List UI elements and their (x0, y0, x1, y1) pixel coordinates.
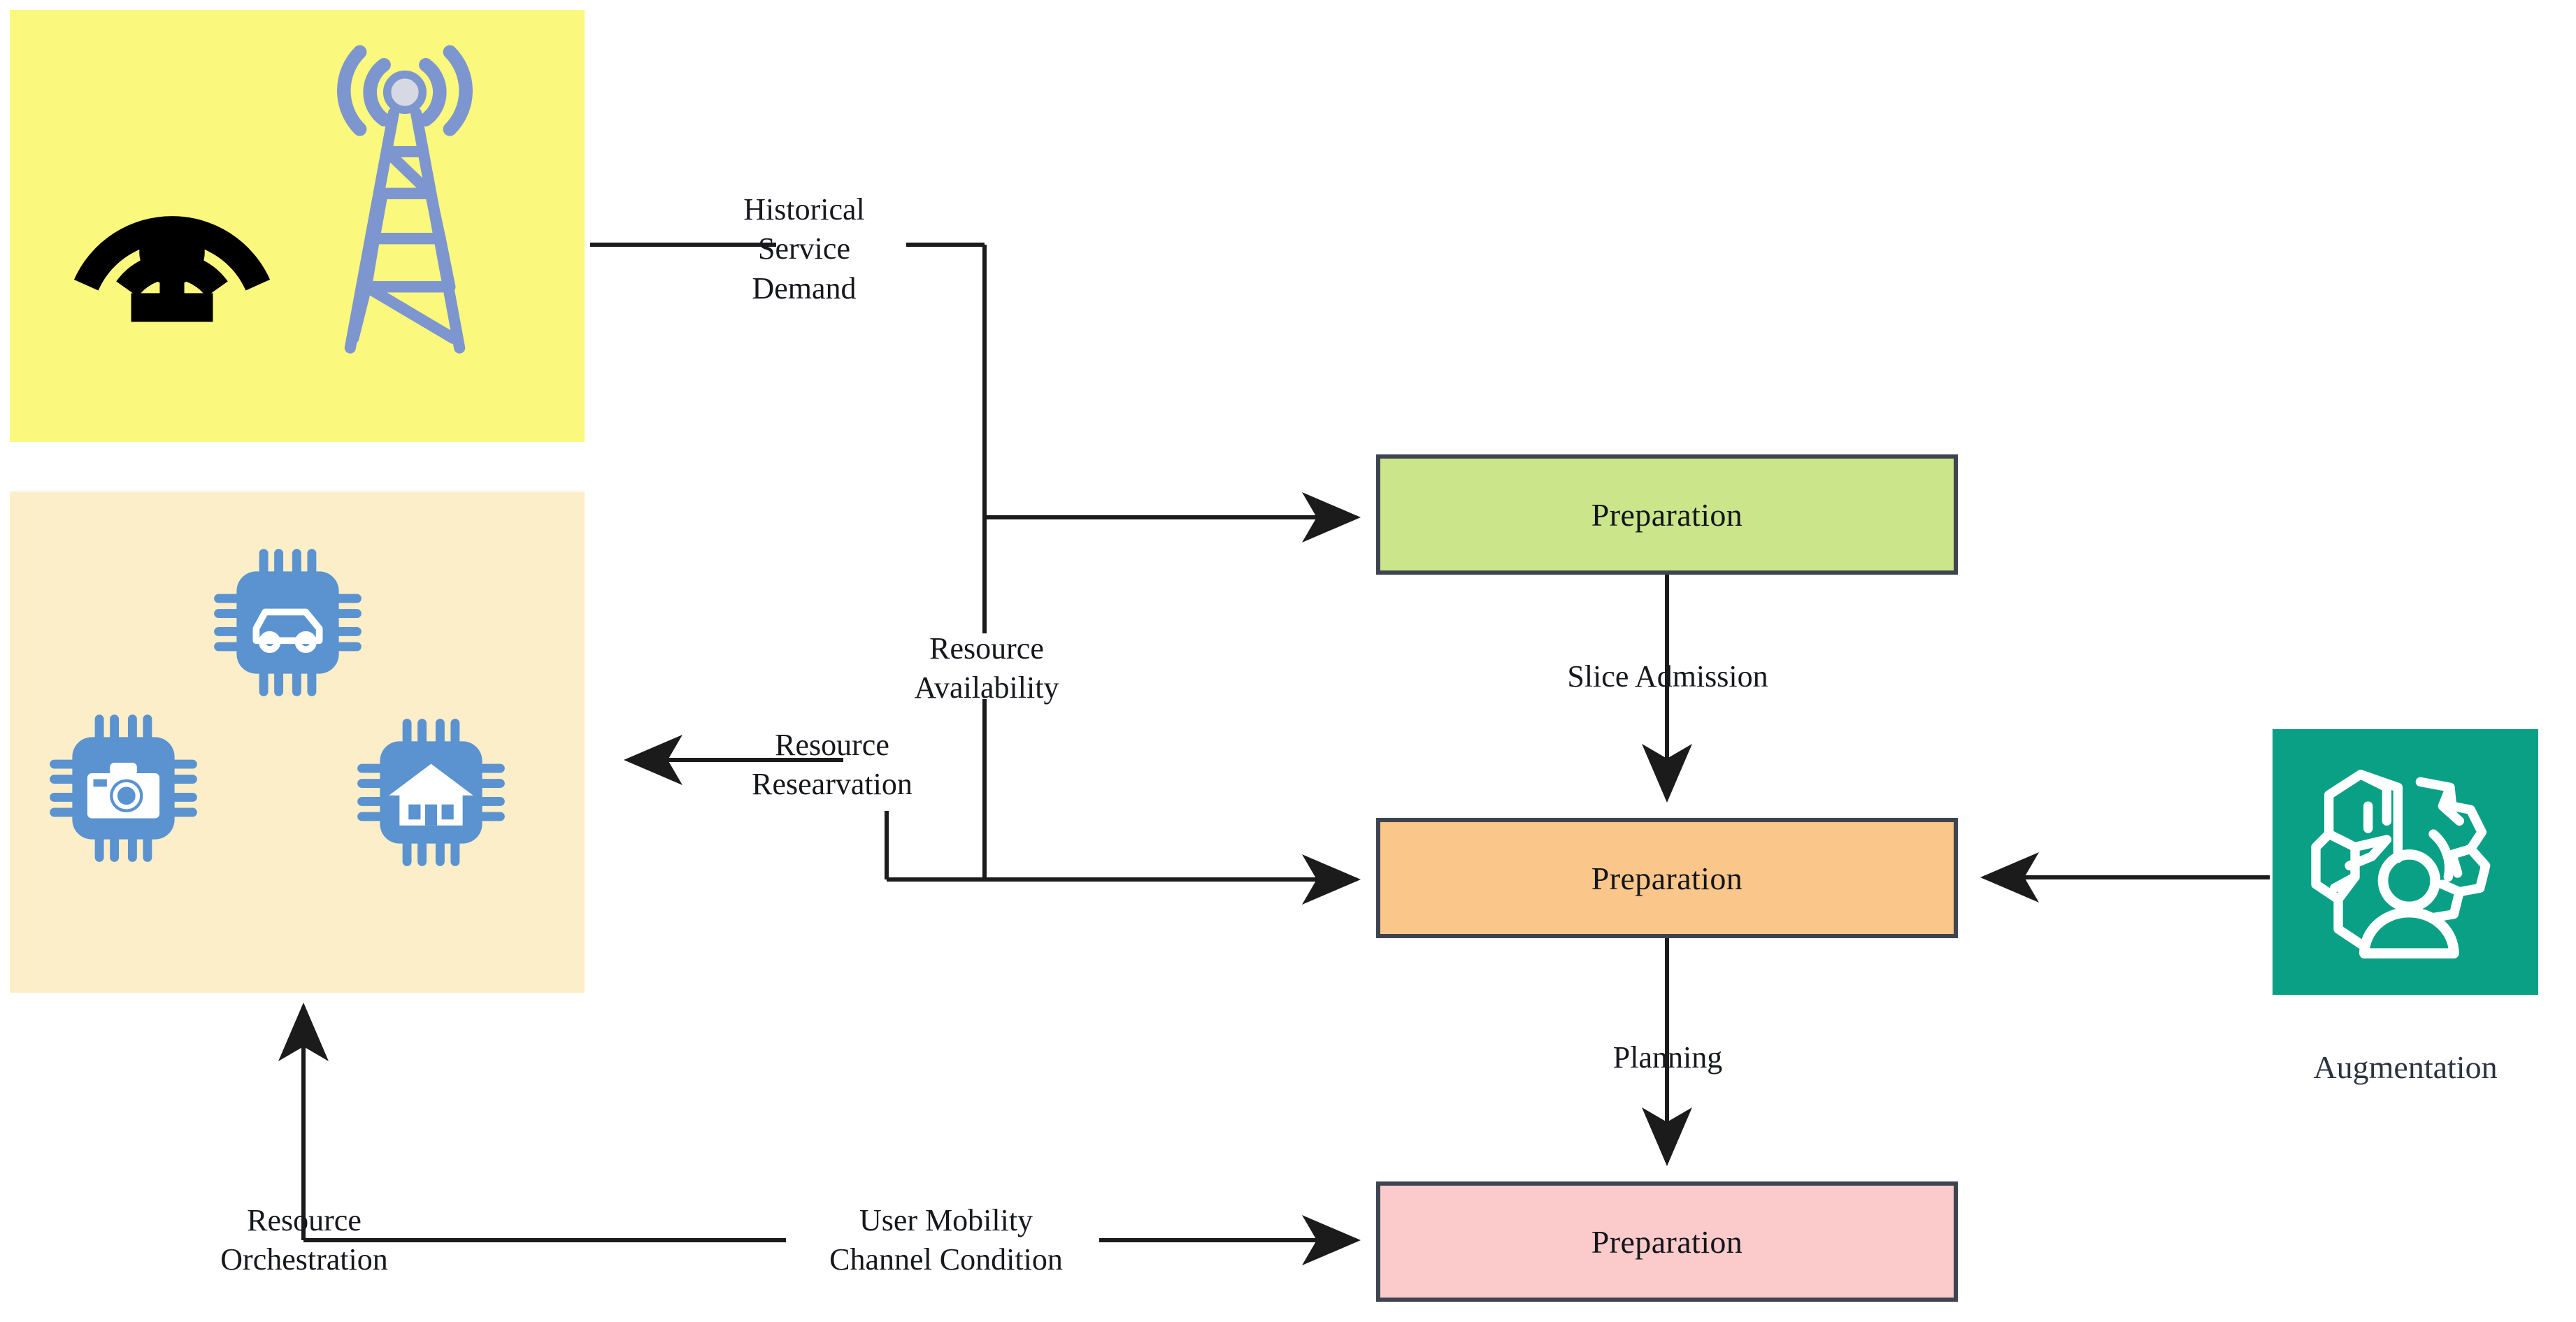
label-resource-researvation: Resource Researvation (752, 728, 913, 802)
preparation-box-pink[interactable]: Preparation (1376, 1181, 1958, 1302)
label-user-mobility-channel-condition: User Mobility Channel Condition (829, 1203, 1063, 1277)
home-chip-icon (357, 719, 505, 866)
ai-human-gear-icon (2311, 770, 2491, 958)
augmentation-label: Augmentation (2313, 1049, 2498, 1085)
edge-resources-panel (10, 491, 585, 993)
broadcast-antenna-icon (73, 216, 271, 322)
label-historical-service-demand: Historical Service Demand (743, 192, 865, 306)
cell-tower-icon (337, 45, 473, 354)
preparation-box-orange-label: Preparation (1591, 860, 1743, 896)
radio-access-panel (10, 10, 585, 442)
camera-chip-icon (50, 714, 197, 862)
label-resource-availability: Resource Availability (914, 631, 1059, 705)
augmentation-panel (2273, 729, 2538, 995)
preparation-box-green-label: Preparation (1591, 496, 1743, 533)
vehicle-chip-icon (214, 549, 362, 696)
preparation-box-orange[interactable]: Preparation (1376, 818, 1958, 938)
label-planning: Planning (1612, 1040, 1723, 1075)
preparation-box-green[interactable]: Preparation (1376, 454, 1958, 575)
label-slice-admission: Slice Admission (1567, 659, 1768, 694)
preparation-box-pink-label: Preparation (1591, 1223, 1743, 1260)
label-resource-orchestration: Resource Orchestration (220, 1203, 388, 1277)
